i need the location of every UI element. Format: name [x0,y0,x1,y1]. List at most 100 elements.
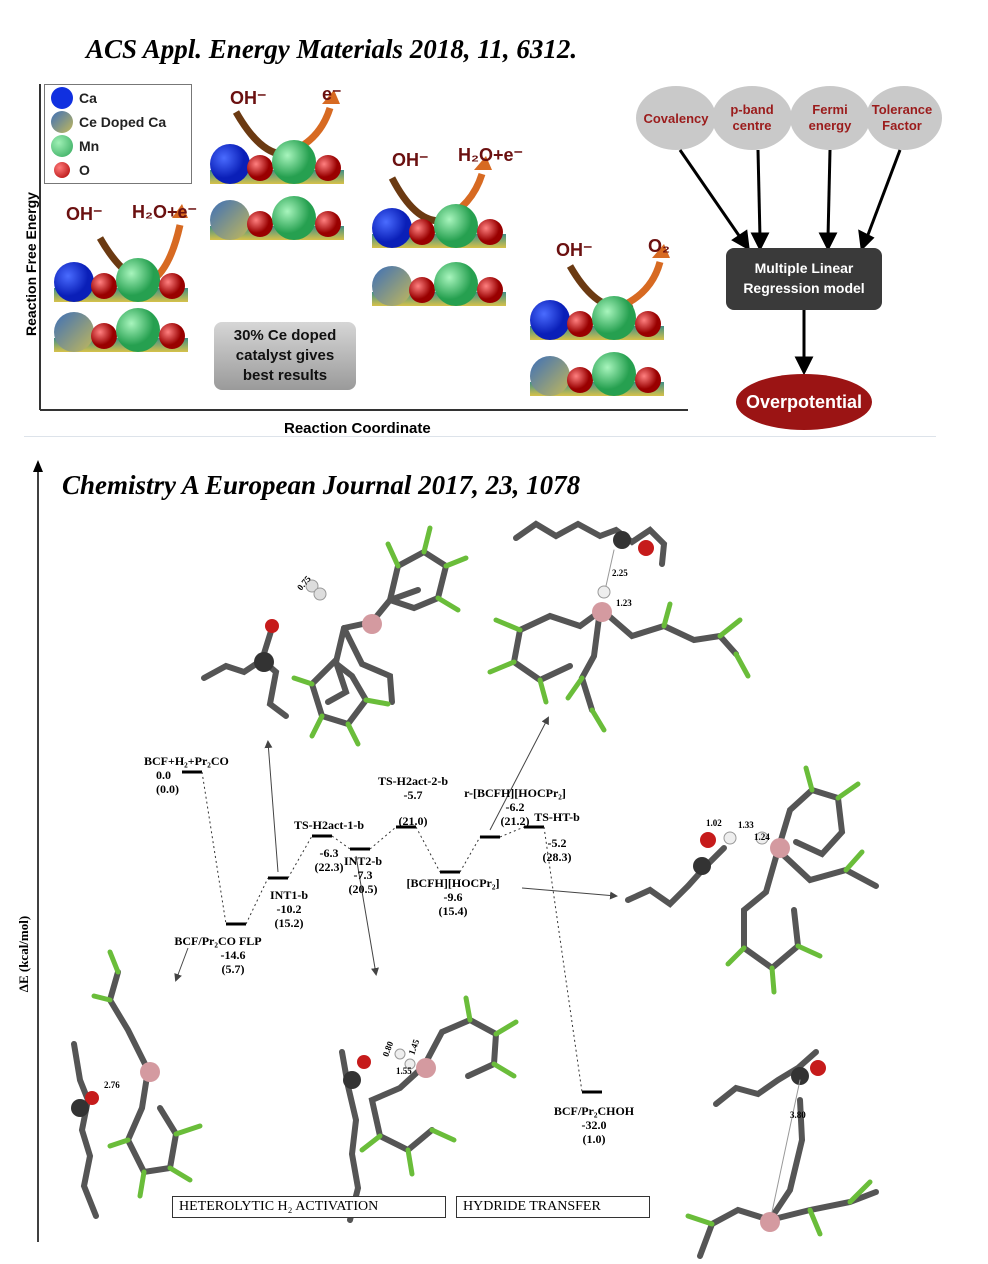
ocr-figure: ACS Appl. Energy Materials 2018, 11, 631… [0,0,988,440]
state-free-energy: (15.4) [438,904,468,918]
state-flp: BCF/Pr₂CO FLP -14.6 (5.7) [154,934,282,976]
overpotential-output: Overpotential [745,392,863,412]
legend-label: Ca [79,90,97,106]
state-free-energy: (21.0) [398,814,428,828]
state-r-ion-pair: r-[BCFH][HOCPr₂] -6.2 (21.2) [460,786,570,828]
state-name: BCF/Pr₂CHOH [553,1104,635,1118]
slab [530,296,664,340]
legend-item-o: O [51,159,90,181]
step4-product: O₂ [648,236,670,256]
catalyst-slabs [54,140,664,396]
distance-label: 3.80 [790,1110,806,1120]
bottom-citation: Chemistry A European Journal 2017, 23, 1… [62,470,581,500]
state-free-energy: (15.2) [274,916,304,930]
x-axis-label: Reaction Coordinate [284,420,431,437]
descriptor-line: Fermi [812,102,848,117]
state-int2: INT2-b -7.3 (20.5) [340,854,386,896]
distance-label: 1.33 [738,820,754,830]
descriptor-line: centre [732,118,772,133]
state-name: [BCFH][HOCPr₂] [406,876,500,890]
state-name: INT2-b [343,854,382,868]
distance-label: 2.76 [104,1080,120,1090]
section-h2-activation: HETEROLYTIC H₂ ACTIVATION [172,1196,446,1218]
step4-reactant: OH⁻ [556,240,593,260]
step3-product: H₂O+e⁻ [458,145,524,165]
slab [54,258,188,302]
state-energy: -9.6 [443,890,463,904]
callout-line: catalyst gives [235,347,335,364]
mlr-model-box: Multiple Linear Regression model [726,258,882,298]
legend: Ca Ce Doped Ca Mn O [44,84,192,184]
descriptor-line: Tolerance [871,102,933,117]
step2-product: e⁻ [322,84,342,104]
step1-reactant: OH⁻ [66,204,103,224]
profile-diagram [33,460,879,1259]
ca-swatch-icon [51,87,73,109]
callout-line: 30% Ce doped [233,327,337,344]
state-energy: -7.3 [353,868,373,882]
distance-label: 1.55 [396,1066,412,1076]
state-name: TS-H2act-2-b [378,774,448,788]
state-name: TS-HT-b [534,810,580,824]
state-free-energy: (21.2) [500,814,530,828]
descriptor-line: energy [808,118,852,133]
state-energy: 0.0 [156,768,171,782]
state-product: BCF/Pr₂CHOH -32.0 (1.0) [546,1104,642,1146]
y-axis-label: ΔE (kcal/mol) [16,915,31,993]
model-line: Multiple Linear [754,260,854,276]
state-reactants: BCF+H₂+Pr₂CO 0.0 (0.0) [144,754,229,796]
step3-reactant: OH⁻ [392,150,429,170]
section-divider [24,436,936,437]
mn-swatch-icon [51,135,73,157]
state-energy: -32.0 [581,1118,607,1132]
descriptor-fermi: Fermi energy [790,102,870,134]
state-name: BCF+H₂+Pr₂CO [144,754,229,768]
state-free-energy: (1.0) [582,1132,606,1146]
state-int1: INT1-b -10.2 (15.2) [264,888,314,930]
state-energy: -10.2 [276,902,302,916]
descriptor-line: Factor [882,118,922,133]
descriptor-tolerance: Tolerance Factor [864,102,940,134]
result-callout: 30% Ce doped catalyst gives best results [214,322,356,390]
slab [54,308,188,352]
o-swatch-icon [54,162,70,178]
mlr-flowchart [636,86,942,430]
ce-swatch-icon [51,111,73,133]
legend-item-ce: Ce Doped Ca [51,111,166,133]
model-line: Regression model [743,280,865,296]
state-name: BCF/Pr₂CO FLP [174,934,262,948]
state-free-energy: (20.5) [348,882,378,896]
distance-label: 1.23 [616,598,632,608]
state-energy: -6.2 [505,800,525,814]
step2-reactant: OH⁻ [230,88,267,108]
top-citation: ACS Appl. Energy Materials 2018, 11, 631… [86,34,578,64]
state-free-energy: (22.3) [314,860,344,874]
legend-item-ca: Ca [51,87,97,109]
molecule-sketch [71,520,879,1259]
descriptor-covalency: Covalency [643,111,709,126]
state-name: r-[BCFH][HOCPr₂] [464,786,566,800]
state-free-energy: (0.0) [156,782,179,796]
slab [372,262,506,306]
state-ts2: TS-H2act-2-b -5.7 (21.0) [368,774,458,828]
distance-label: 1.02 [706,818,722,828]
state-ion-pair: [BCFH][HOCPr₂] -9.6 (15.4) [398,876,508,918]
slab [530,352,664,396]
state-name: TS-H2act-1-b [294,818,364,832]
slab [372,204,506,248]
state-energy: -14.6 [220,948,246,962]
state-energy: -6.3 [319,846,339,860]
legend-label: Ce Doped Ca [79,114,167,130]
callout-line: best results [242,367,328,384]
slab [210,196,344,240]
fsa-energy-profile: Chemistry A European Journal 2017, 23, 1… [0,440,988,1264]
distance-label: 2.25 [612,568,628,578]
slab [210,140,344,184]
distance-label: 1.24 [754,832,770,842]
state-name: INT1-b [269,888,308,902]
step1-product: H₂O+e⁻ [132,202,198,222]
descriptor-pband: p-band centre [712,102,792,134]
legend-label: O [79,162,90,178]
state-free-energy: (5.7) [221,962,245,976]
legend-label: Mn [79,138,100,154]
